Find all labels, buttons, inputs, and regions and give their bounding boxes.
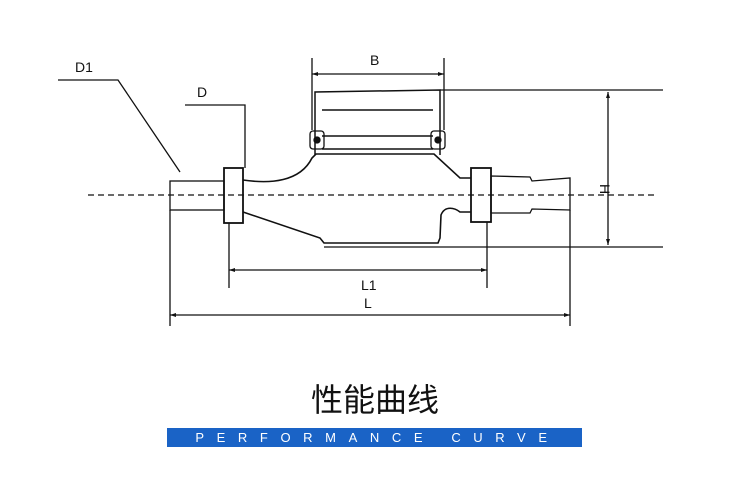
d-leader — [185, 104, 246, 168]
label-d1: D1 — [75, 59, 93, 75]
label-d: D — [197, 84, 207, 100]
right-lug — [430, 130, 446, 150]
left-bolt — [313, 136, 321, 144]
section-subtitle-banner: PERFORMANCE CURVE — [167, 428, 582, 447]
label-b: B — [370, 52, 379, 68]
label-l1: L1 — [361, 277, 377, 293]
left-lug — [309, 130, 325, 150]
d1-leader — [58, 79, 181, 173]
right-bolt — [434, 136, 442, 144]
label-l: L — [364, 295, 372, 311]
register-housing — [314, 89, 441, 155]
meter-body — [242, 153, 471, 244]
left-nut — [223, 167, 244, 224]
label-h: H — [597, 184, 613, 194]
section-title: 性能曲线 — [310, 381, 439, 419]
